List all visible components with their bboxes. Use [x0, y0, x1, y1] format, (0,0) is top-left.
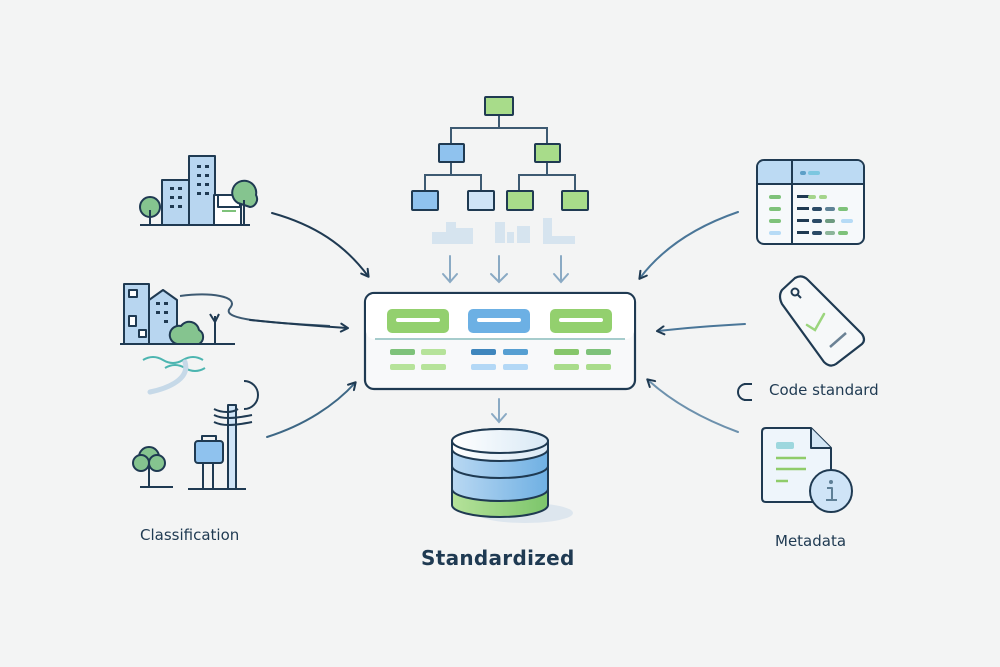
down-arrow-to-database: [491, 398, 507, 424]
classification-label: Classification: [140, 526, 240, 544]
standardized-title: Standardized: [421, 546, 575, 570]
faded-bar-glyphs: [432, 218, 575, 244]
code-bracket-icon: [737, 383, 752, 401]
tree-node: [467, 190, 495, 211]
tree-node: [561, 190, 589, 211]
arrow-riverside-to-hub: [249, 319, 349, 333]
connector-arrows: [249, 211, 746, 438]
code-tag-icon: [778, 275, 866, 367]
arrow-infrastructure-to-hub: [266, 381, 357, 438]
infrastructure-icon: [132, 380, 259, 490]
buildings-icon: [139, 155, 259, 226]
hub-cells: [390, 349, 611, 370]
riverside-city-icon: [120, 283, 331, 395]
tree-node-root: [484, 96, 514, 116]
arrow-tag-to-hub: [656, 323, 746, 336]
arrow-metadata-to-hub: [646, 378, 739, 433]
schema-table-icon: [756, 159, 865, 245]
arrow-buildings-to-hub: [271, 212, 370, 278]
tree-node: [506, 190, 534, 211]
code-standard-label: Code standard: [769, 381, 879, 399]
tree-node: [438, 143, 465, 163]
tree-node: [411, 190, 439, 211]
metadata-label: Metadata: [775, 532, 847, 550]
database-icon: [451, 428, 573, 523]
down-arrows: [442, 255, 569, 284]
tree-node: [534, 143, 561, 163]
hierarchy-tree-icon: [411, 96, 589, 211]
arrow-schema-to-hub: [638, 211, 739, 280]
metadata-document-icon: [761, 427, 853, 513]
standardized-hub-panel: [363, 291, 637, 391]
